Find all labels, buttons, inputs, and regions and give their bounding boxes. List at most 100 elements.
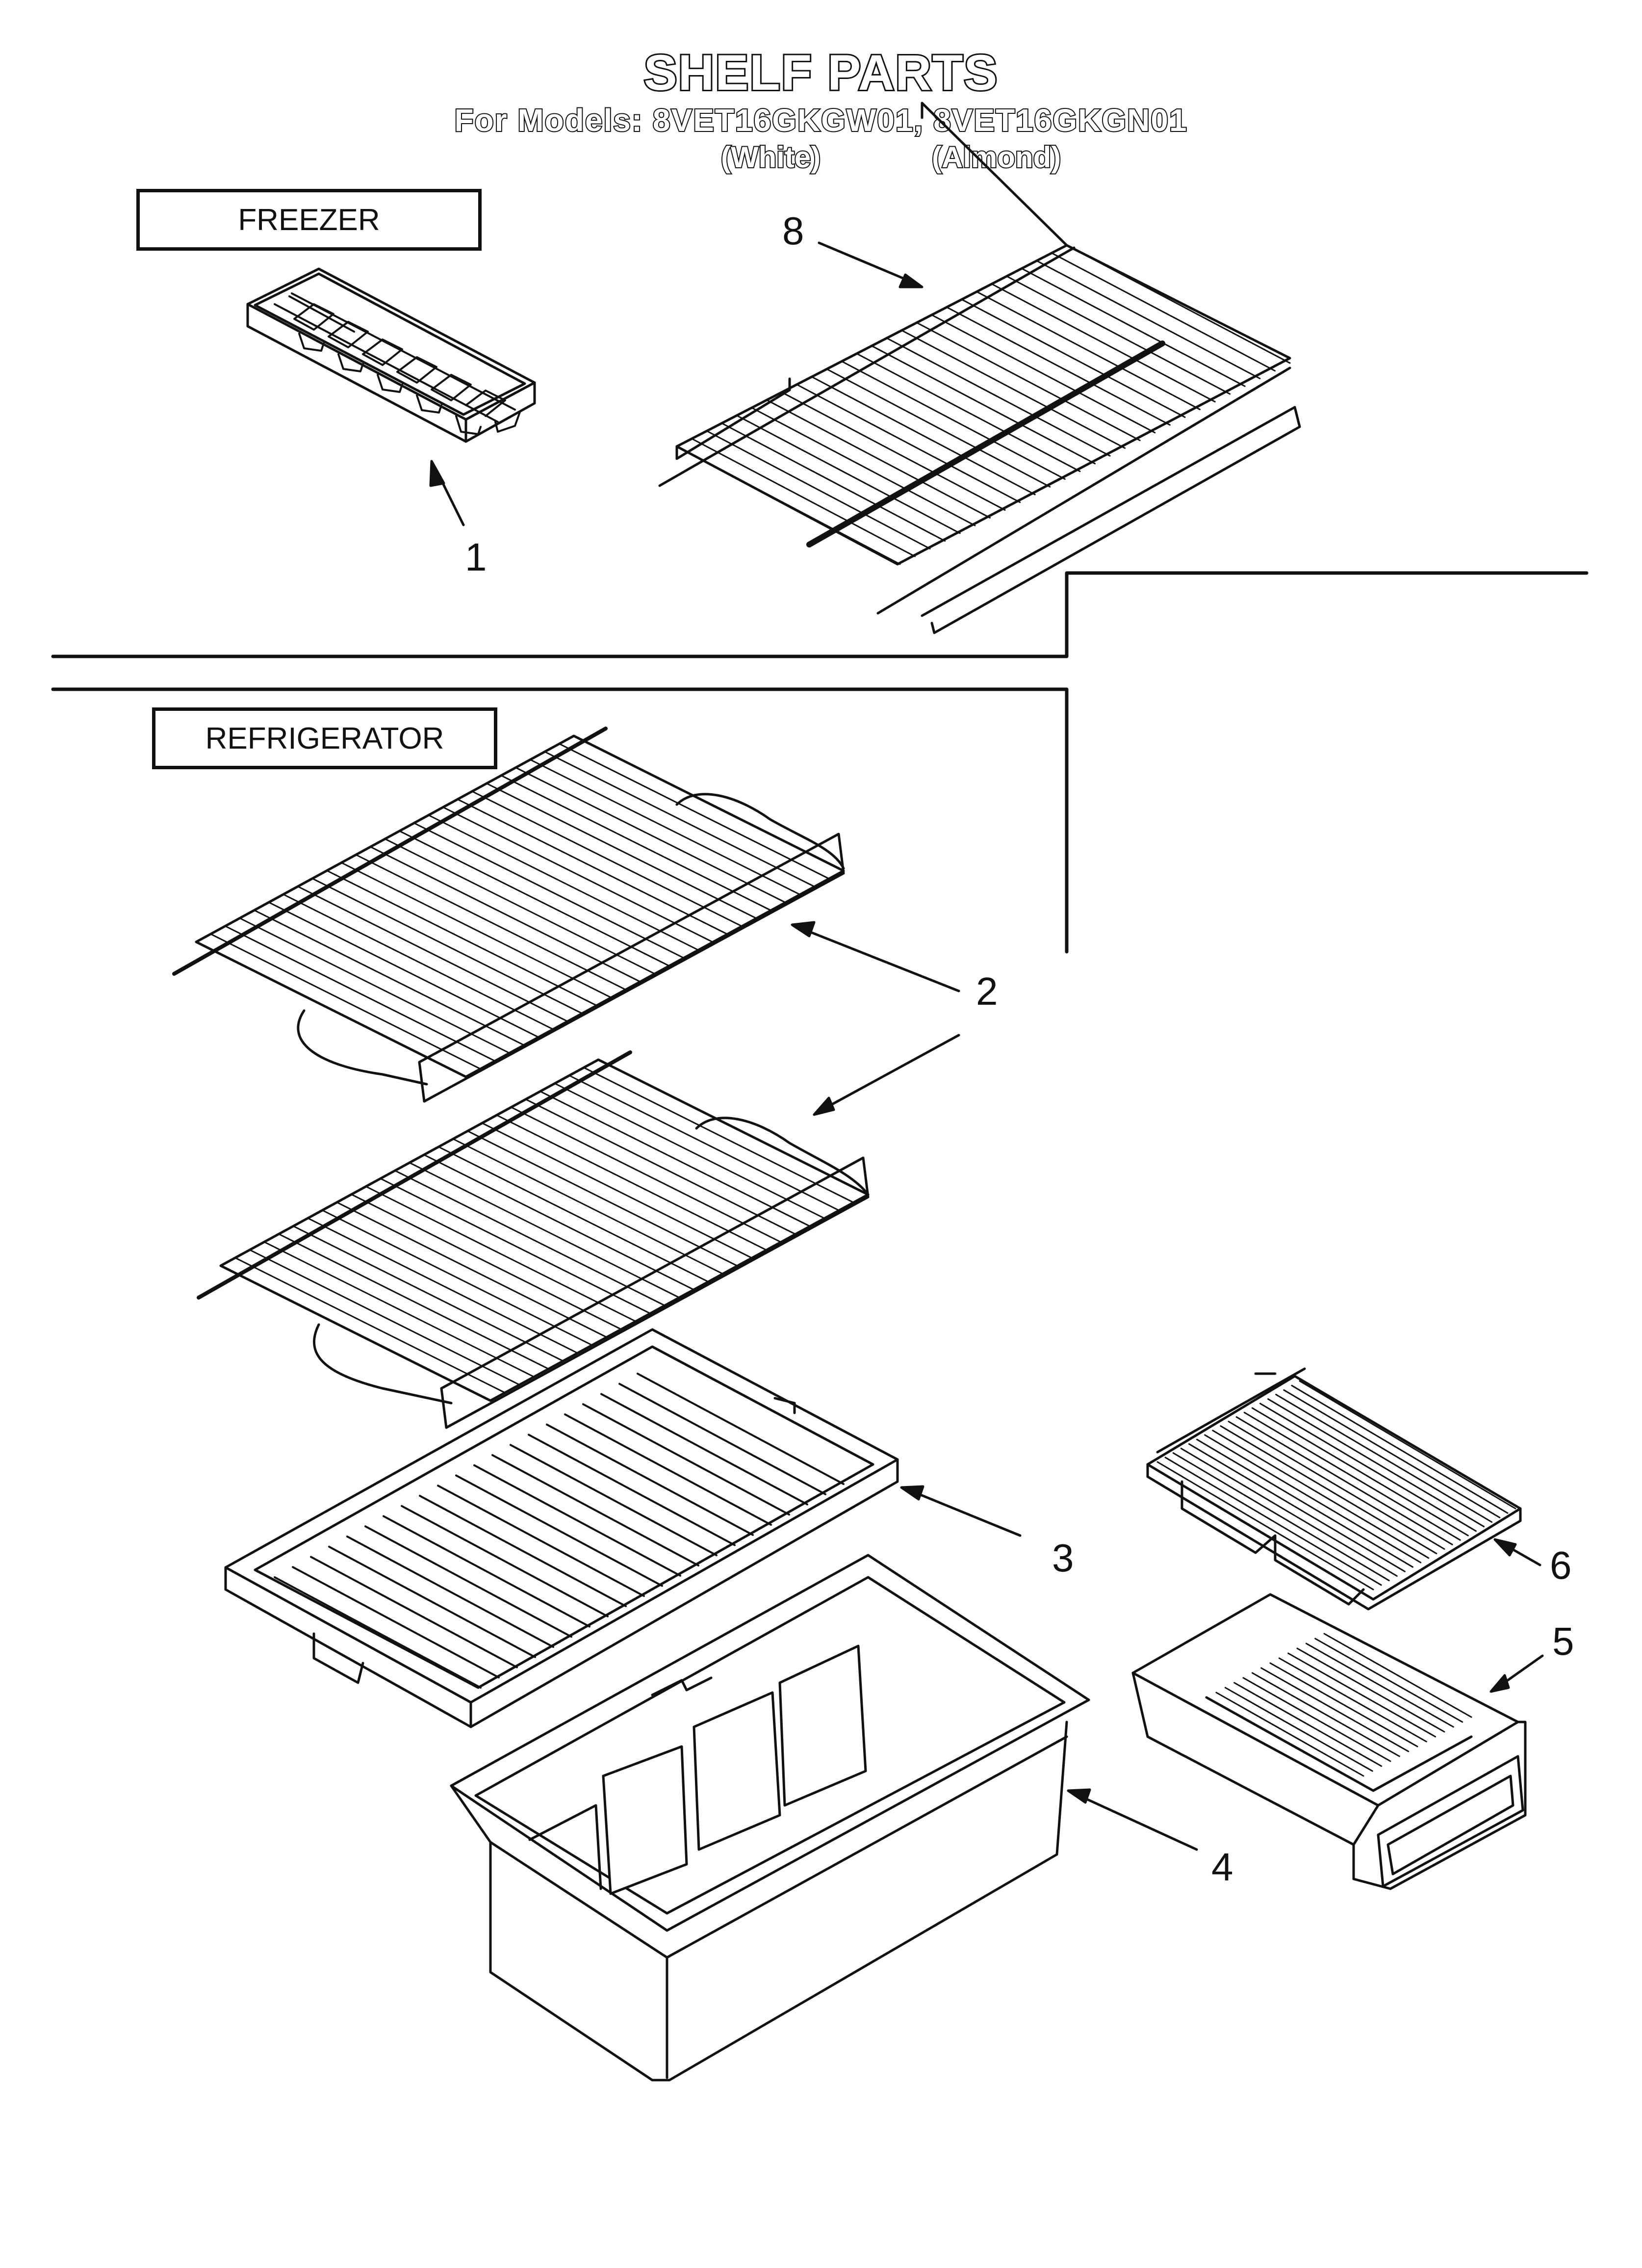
- fridge-wire-shelf-upper-part-2: [172, 727, 845, 1103]
- drawer-rib: [1296, 1647, 1445, 1733]
- leader-line-4: [1067, 1788, 1198, 1851]
- shelf-wire: [1036, 260, 1261, 380]
- shelf-wire: [1283, 1389, 1501, 1518]
- freezer-wire-shelf-part-8: [658, 102, 1301, 634]
- cover-slot: [310, 1556, 518, 1668]
- shelf-wire: [466, 1130, 738, 1267]
- shelf-wire: [292, 1225, 564, 1362]
- shelf-wire: [554, 1082, 825, 1219]
- shelf-wire: [224, 925, 496, 1062]
- shelf-wire: [1243, 1411, 1461, 1541]
- shelf-wire: [500, 775, 772, 912]
- shelf-wire: [691, 438, 916, 557]
- refrigerator-section-label: REFRIGERATOR: [152, 707, 497, 769]
- shelf-wire: [751, 407, 976, 526]
- cover-slot: [582, 1403, 790, 1516]
- shelf-wire: [195, 941, 467, 1078]
- cover-slot: [510, 1444, 718, 1557]
- variant-white-label: (White): [720, 140, 821, 175]
- shelf-wire: [210, 933, 482, 1070]
- shelf-wire: [706, 430, 931, 549]
- shelf-wire: [399, 830, 670, 967]
- crisper-bin-part-4: [450, 1554, 1090, 2082]
- cover-slot: [473, 1464, 681, 1577]
- drawer-rib: [1251, 1672, 1400, 1757]
- section-dividers: [51, 571, 1589, 954]
- shelf-wire: [676, 445, 901, 565]
- shelf-wire: [558, 743, 830, 880]
- shelf-wire: [597, 1059, 869, 1196]
- cover-slot: [346, 1536, 554, 1648]
- shelf-wire: [282, 893, 554, 1030]
- drawer-rib: [1314, 1638, 1463, 1723]
- shelf-wire: [369, 846, 641, 983]
- page-title: SHELF PARTS: [642, 43, 999, 102]
- cover-slot: [401, 1505, 609, 1617]
- shelf-wire: [736, 415, 961, 534]
- drawer-rib: [1233, 1682, 1383, 1767]
- shelf-wire: [515, 767, 787, 904]
- leader-line-1: [429, 460, 465, 526]
- shelf-wire: [486, 782, 757, 919]
- cover-slot: [637, 1373, 845, 1485]
- shelf-wire: [544, 751, 816, 887]
- callout-1: 1: [465, 535, 487, 579]
- shelf-wire: [976, 291, 1201, 411]
- shelf-wire: [471, 790, 743, 927]
- leader-line-3: [900, 1485, 1022, 1537]
- callout-3: 3: [1052, 1536, 1074, 1580]
- shelf-wire: [413, 822, 685, 959]
- shelf-wire: [721, 422, 946, 542]
- cover-slot: [437, 1485, 645, 1597]
- drawer-rib: [1224, 1687, 1373, 1772]
- shelf-wire: [423, 1154, 695, 1291]
- shelf-wire: [442, 806, 714, 943]
- shelf-wire: [234, 1257, 506, 1394]
- shelf-wire: [1235, 1416, 1453, 1545]
- shelf-wire: [1164, 1457, 1382, 1586]
- shelf-wire: [525, 1098, 796, 1235]
- fridge-lower-shelf-wires: [220, 1059, 869, 1402]
- drawer-rib: [1269, 1662, 1418, 1747]
- shelf-wire: [901, 329, 1126, 449]
- cover-slot: [328, 1545, 536, 1658]
- shelf-wire: [1156, 1461, 1374, 1590]
- callout-4: 4: [1211, 1845, 1233, 1889]
- shelf-wire: [886, 337, 1111, 457]
- shelf-wire: [1228, 1421, 1445, 1550]
- shelf-wire: [583, 1067, 854, 1203]
- shelf-wire: [826, 368, 1051, 488]
- shelf-wire: [961, 298, 1186, 418]
- shelf-wire: [340, 861, 612, 998]
- shelf-wire: [811, 376, 1036, 495]
- cover-slot: [274, 1576, 482, 1689]
- shelf-wire: [253, 909, 525, 1046]
- shelf-wire: [351, 1194, 622, 1330]
- shelf-wire: [1006, 275, 1231, 395]
- shelf-wire: [766, 399, 991, 519]
- shelf-wire: [1066, 244, 1291, 364]
- cover-slot: [618, 1382, 826, 1495]
- freezer-section-label: FREEZER: [136, 189, 482, 251]
- shelf-wire: [263, 1241, 535, 1378]
- cover-slot: [600, 1393, 808, 1506]
- shelf-wire: [1267, 1398, 1485, 1528]
- cover-slot: [364, 1525, 572, 1638]
- drawer-rib: [1287, 1652, 1437, 1738]
- cover-slot: [546, 1423, 754, 1536]
- shelf-wire: [871, 345, 1096, 465]
- shelf-wire: [573, 735, 845, 872]
- drawer-rib: [1323, 1633, 1472, 1718]
- models-line: For Models: 8VET16GKGW01, 8VET16GKGN01: [453, 102, 1188, 139]
- shelf-wire: [457, 798, 728, 935]
- shelf-wire: [856, 353, 1081, 472]
- shelf-wire: [355, 854, 627, 991]
- shelf-wire: [1220, 1425, 1437, 1555]
- shelf-wire: [481, 1122, 753, 1259]
- shelf-wire: [510, 1106, 782, 1243]
- shelf-wire: [1259, 1403, 1477, 1532]
- freezer-shelf-wires: [676, 244, 1291, 565]
- shelf-wire: [384, 838, 656, 975]
- callout-8: 8: [782, 209, 804, 253]
- crisper-cover-slots: [274, 1373, 845, 1689]
